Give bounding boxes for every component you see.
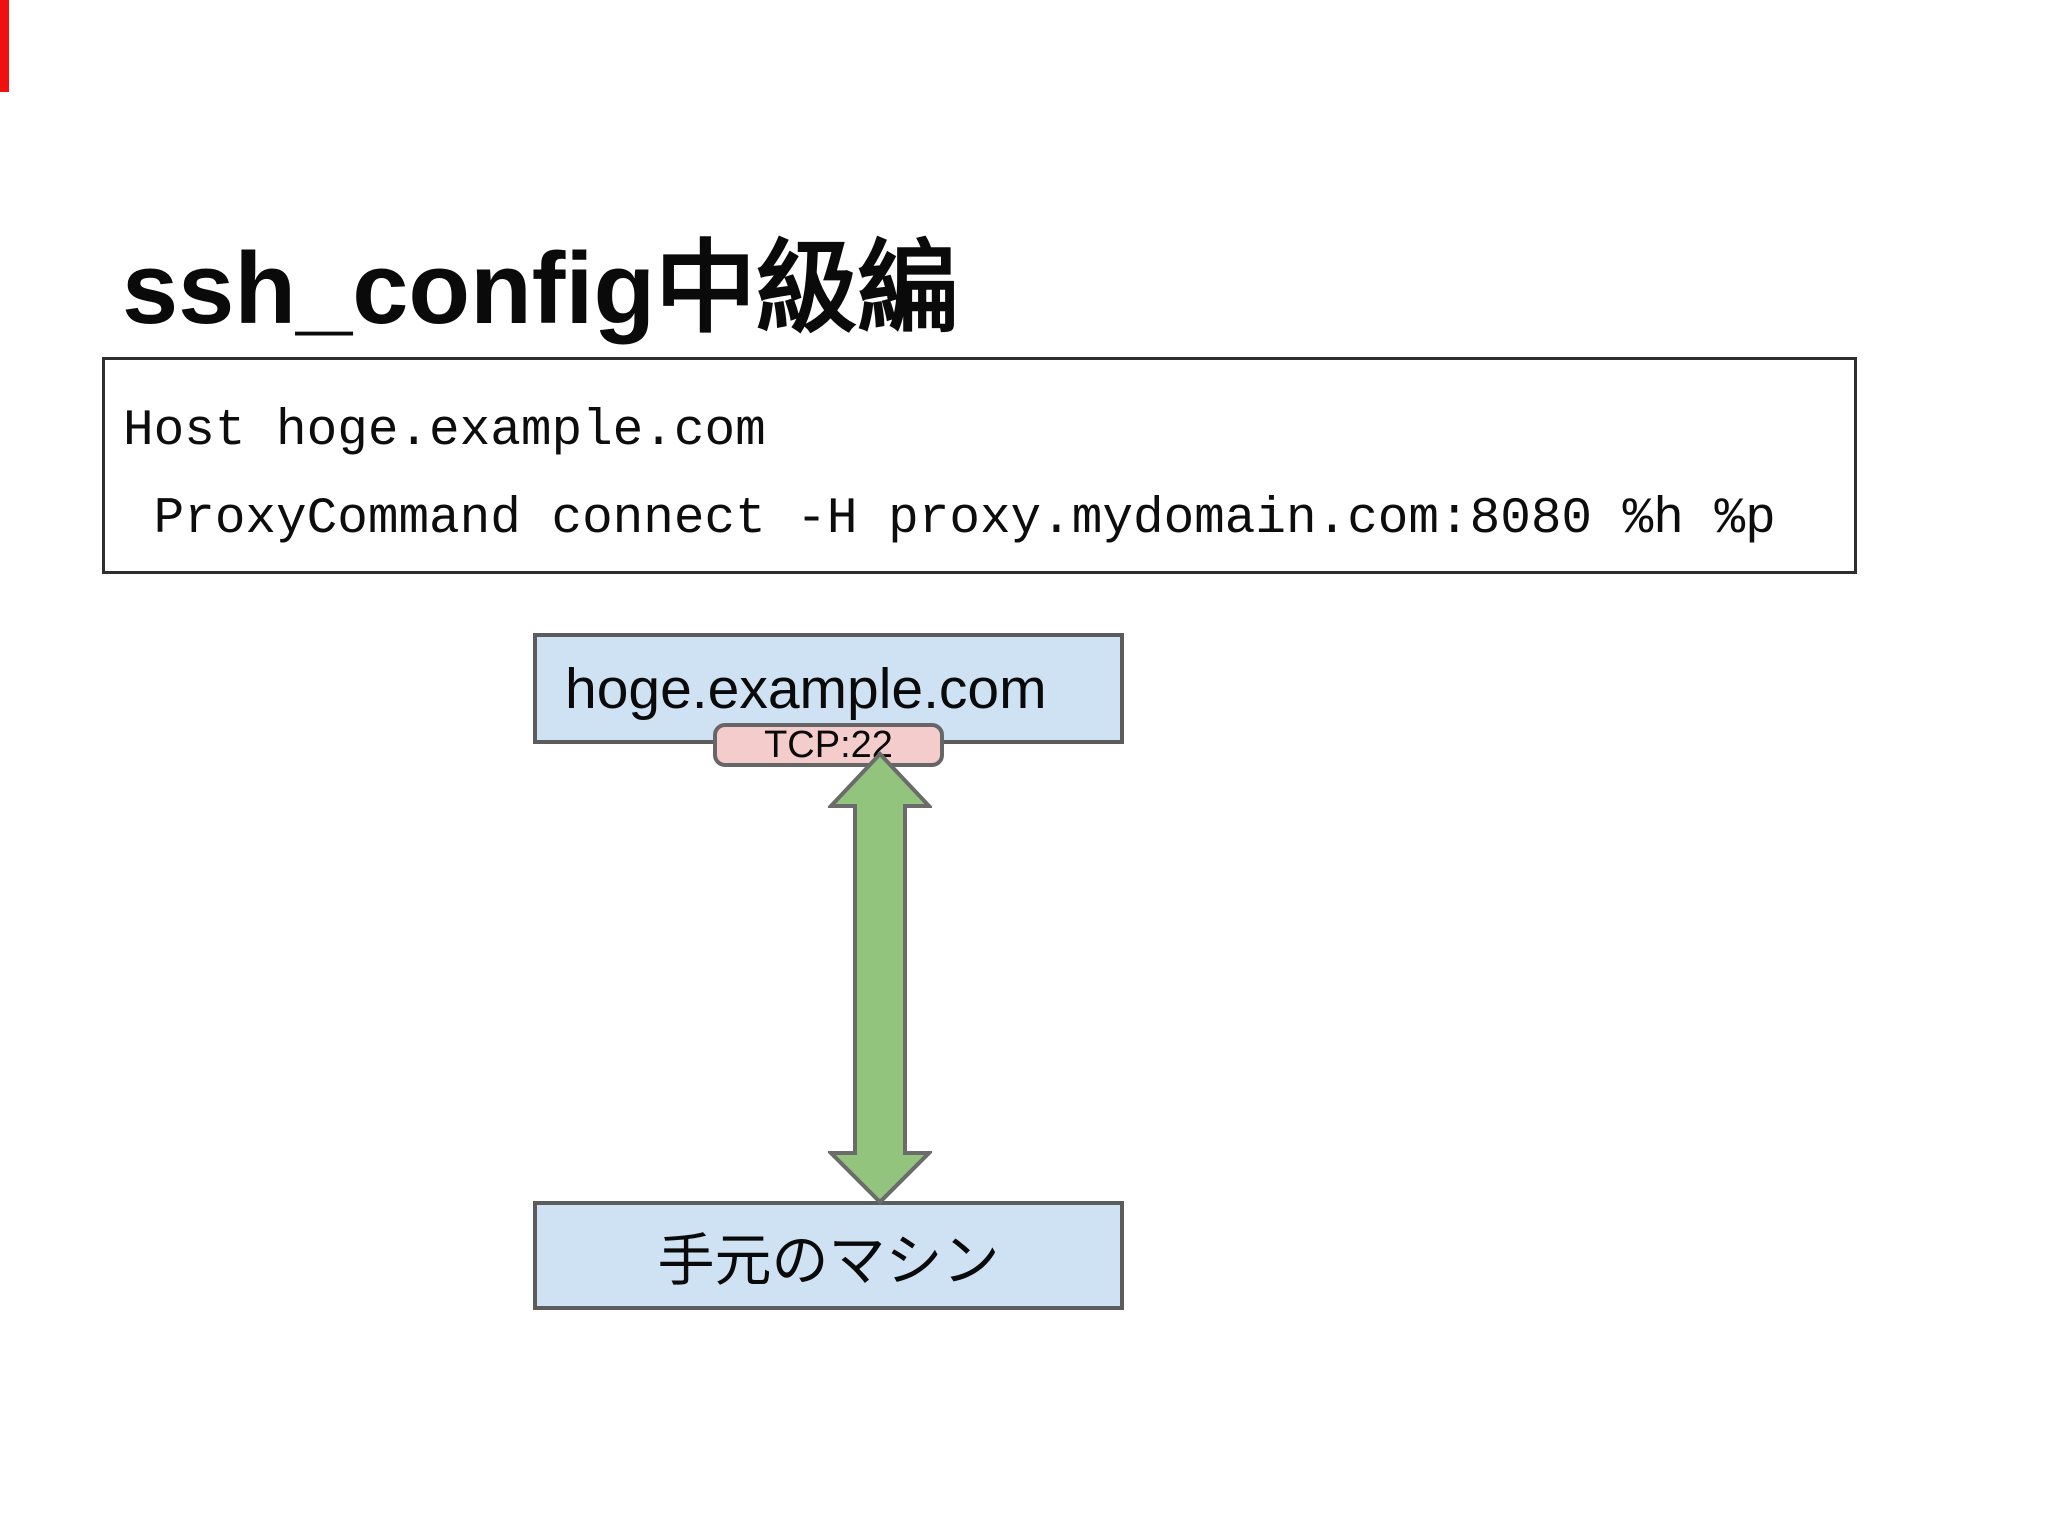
remote-host-label: hoge.example.com (565, 656, 1047, 721)
local-machine-label: 手元のマシン (657, 1228, 1000, 1293)
page-title: ssh_config中級編 (122, 232, 959, 345)
ssh-connection-double-arrow-icon (828, 751, 932, 1205)
ssh-config-code-box: Host hoge.example.com ProxyCommand conne… (102, 357, 1857, 574)
node-local-machine: 手元のマシン (533, 1201, 1124, 1310)
edge-artifact-strip (0, 0, 9, 92)
code-line-host: Host hoge.example.com (123, 403, 766, 460)
port-badge-tcp22: TCP:22 (713, 723, 944, 767)
port-badge-label: TCP:22 (764, 723, 893, 766)
code-line-proxycommand: ProxyCommand connect -H proxy.mydomain.c… (123, 491, 1776, 548)
